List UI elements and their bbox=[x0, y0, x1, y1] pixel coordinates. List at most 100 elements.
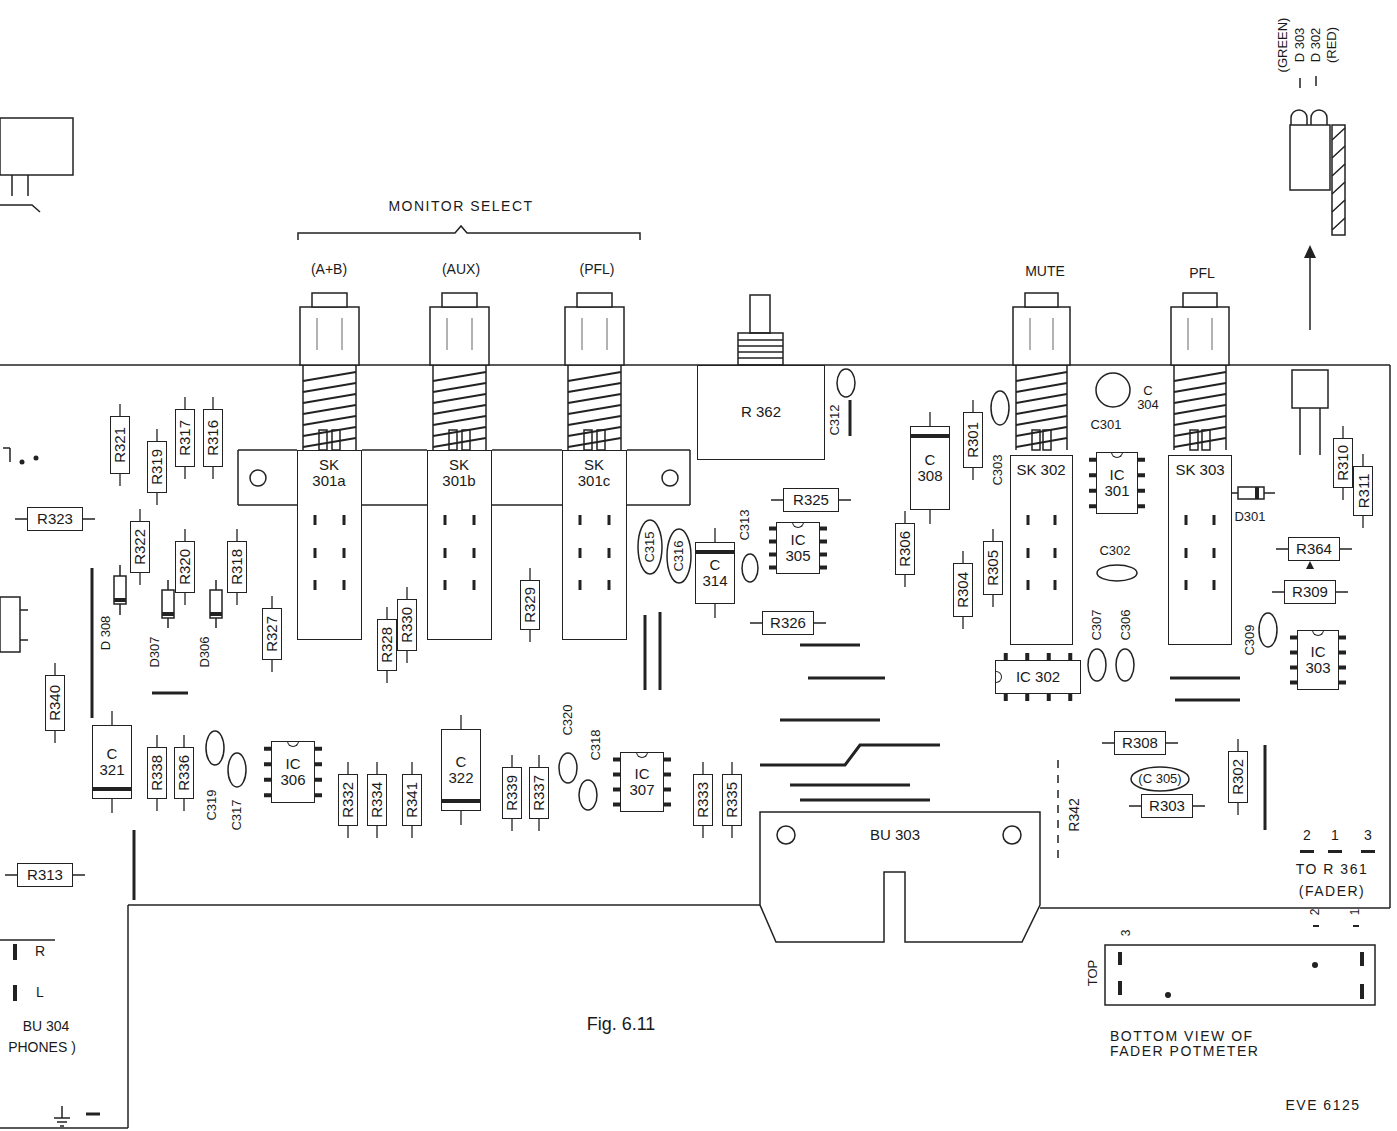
fader-pads bbox=[1300, 850, 1314, 853]
rotated-callout: D 303 bbox=[1293, 28, 1307, 63]
part-label: C 322 bbox=[442, 754, 480, 786]
copper-tracks bbox=[91, 568, 94, 718]
resistor-symbol: R364 bbox=[1288, 537, 1340, 561]
copper-tracks bbox=[808, 677, 885, 680]
diode-bands bbox=[114, 487, 1259, 616]
spring-coil bbox=[1016, 372, 1067, 381]
ic-notch bbox=[1111, 452, 1123, 458]
ic-pin bbox=[613, 758, 620, 762]
ic-pin bbox=[1339, 651, 1346, 655]
ic-notch bbox=[636, 752, 648, 758]
ic-pin bbox=[613, 803, 620, 807]
switch-tab bbox=[584, 430, 592, 450]
switch-pin bbox=[444, 548, 447, 558]
fader-bottom-view bbox=[1105, 945, 1375, 1005]
rotated-callout: C306 bbox=[1119, 609, 1133, 640]
part-label: R325 bbox=[793, 492, 829, 508]
part-label: C 321 bbox=[93, 746, 131, 778]
push-button-cap bbox=[300, 307, 359, 365]
mounting-bracket bbox=[492, 449, 562, 451]
board-outline bbox=[127, 905, 129, 1128]
spring-coil bbox=[303, 383, 356, 392]
potentiometer-body: R 362 bbox=[697, 365, 825, 460]
resistor-symbol: R328 bbox=[377, 619, 397, 671]
rotated-callout: (RED) bbox=[1325, 27, 1339, 63]
ic-pin bbox=[769, 553, 776, 557]
rotated-callout: C318 bbox=[589, 729, 603, 760]
potentiometer-shaft bbox=[849, 400, 852, 436]
switch-pin bbox=[1027, 548, 1030, 558]
ic-pin bbox=[315, 778, 322, 782]
potentiometer-shaft bbox=[738, 357, 783, 359]
ic-pin bbox=[1138, 458, 1145, 462]
push-button-top bbox=[1025, 293, 1058, 307]
switch-pin bbox=[343, 515, 346, 525]
spring-coil bbox=[433, 416, 486, 425]
pads bbox=[13, 985, 17, 1001]
resistor-symbol: R327 bbox=[262, 608, 282, 660]
resistor-symbol: R325 bbox=[783, 488, 839, 512]
spring-coil bbox=[568, 438, 621, 447]
resistor-symbol: R313 bbox=[17, 863, 73, 887]
copper-tracks bbox=[1170, 677, 1240, 680]
spring-coil bbox=[1174, 416, 1226, 425]
generated-parts bbox=[5, 293, 1363, 875]
left-edge-parts bbox=[61, 1106, 63, 1118]
switch-pin bbox=[343, 548, 346, 558]
left-edge-parts bbox=[86, 1113, 100, 1116]
left-edge-parts bbox=[11, 175, 13, 196]
ic-pin bbox=[613, 773, 620, 777]
fader-bottom-view bbox=[1105, 945, 1375, 1005]
part-label: SK 301b bbox=[434, 457, 484, 489]
button-shading bbox=[1030, 318, 1031, 350]
dashed-outline bbox=[1057, 760, 1059, 862]
callout-label: D301 bbox=[1234, 510, 1265, 524]
spring-coil bbox=[433, 383, 486, 392]
spring-coil bbox=[433, 438, 486, 447]
diodes bbox=[114, 576, 126, 604]
ic-pin bbox=[664, 803, 671, 807]
ic-pin bbox=[613, 788, 620, 792]
spring-side bbox=[432, 365, 434, 450]
ic-pin bbox=[1068, 694, 1072, 701]
copper-tracks bbox=[133, 830, 136, 900]
switch-pin bbox=[444, 580, 447, 590]
ic-pin bbox=[1339, 636, 1346, 640]
push-switch: SK 303 bbox=[1168, 455, 1232, 645]
ic-pin bbox=[264, 747, 271, 751]
copper-tracks bbox=[800, 644, 860, 647]
ic-pin bbox=[820, 553, 827, 557]
rotated-callout: R342 bbox=[1067, 798, 1082, 831]
part-label: SK 302 bbox=[1016, 462, 1065, 478]
callout-label: (PFL) bbox=[580, 262, 615, 277]
copper-tracks bbox=[800, 799, 930, 802]
rotated-callout: C319 bbox=[205, 789, 219, 820]
spring-side bbox=[1015, 365, 1017, 450]
part-label: IC 307 bbox=[621, 766, 663, 798]
switch-pin bbox=[473, 548, 476, 558]
left-edge-parts bbox=[57, 1121, 67, 1123]
ic-pin bbox=[315, 747, 322, 751]
capacitor-symbol: C 314 bbox=[695, 542, 735, 604]
capacitor-ovals bbox=[1116, 649, 1134, 681]
resistor-symbol: R304 bbox=[953, 563, 973, 617]
ic-notch bbox=[792, 522, 804, 528]
switch-pin bbox=[473, 515, 476, 525]
resistor-symbol: R321 bbox=[110, 416, 130, 474]
resistor-symbol: R309 bbox=[1284, 580, 1336, 604]
copper-tracks bbox=[780, 719, 880, 722]
spring-coil bbox=[303, 394, 356, 403]
mounting-bracket bbox=[362, 504, 427, 506]
spring-coil bbox=[433, 394, 486, 403]
ic-pin bbox=[1047, 653, 1051, 660]
part-label: R340 bbox=[47, 685, 63, 721]
arrowheads bbox=[1304, 245, 1316, 258]
part-label: R308 bbox=[1122, 735, 1158, 751]
part-label: R323 bbox=[37, 511, 73, 527]
ic-pin bbox=[315, 762, 322, 766]
capacitor-ovals bbox=[1096, 373, 1130, 407]
push-button-cap bbox=[1171, 307, 1229, 365]
mounting-hole bbox=[250, 470, 266, 486]
resistor-symbol: R320 bbox=[175, 541, 195, 593]
part-label: R326 bbox=[770, 615, 806, 631]
